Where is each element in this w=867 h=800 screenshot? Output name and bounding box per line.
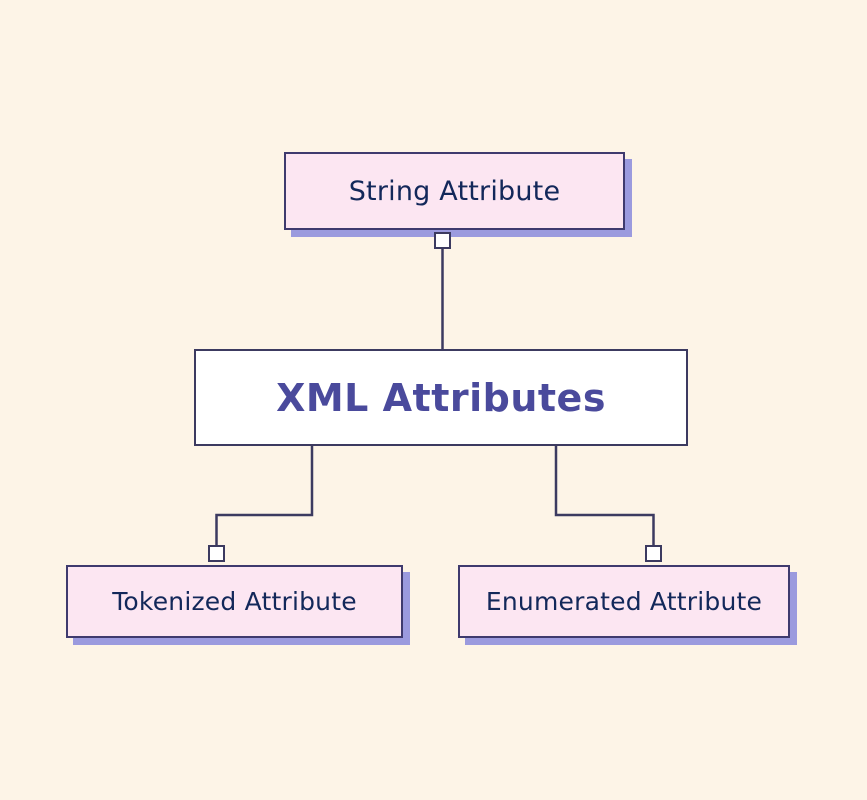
node-tokenized-attribute[interactable]: Tokenized Attribute bbox=[66, 565, 403, 638]
connector-root-to-tokenized bbox=[215, 446, 314, 556]
connector-junction-string-attribute bbox=[434, 232, 451, 249]
connector-junction-enumerated-attribute bbox=[645, 545, 662, 562]
node-enumerated-attribute[interactable]: Enumerated Attribute bbox=[458, 565, 790, 638]
node-string-attribute[interactable]: String Attribute bbox=[284, 152, 625, 230]
connector-junction-tokenized-attribute bbox=[208, 545, 225, 562]
node-xml-attributes[interactable]: XML Attributes bbox=[194, 349, 688, 446]
node-label-enumerated-attribute: Enumerated Attribute bbox=[485, 587, 763, 616]
connector-root-to-enumerated bbox=[554, 446, 655, 556]
node-label-xml-attributes: XML Attributes bbox=[276, 375, 606, 420]
node-label-string-attribute: String Attribute bbox=[348, 175, 561, 207]
node-label-tokenized-attribute: Tokenized Attribute bbox=[112, 587, 357, 616]
